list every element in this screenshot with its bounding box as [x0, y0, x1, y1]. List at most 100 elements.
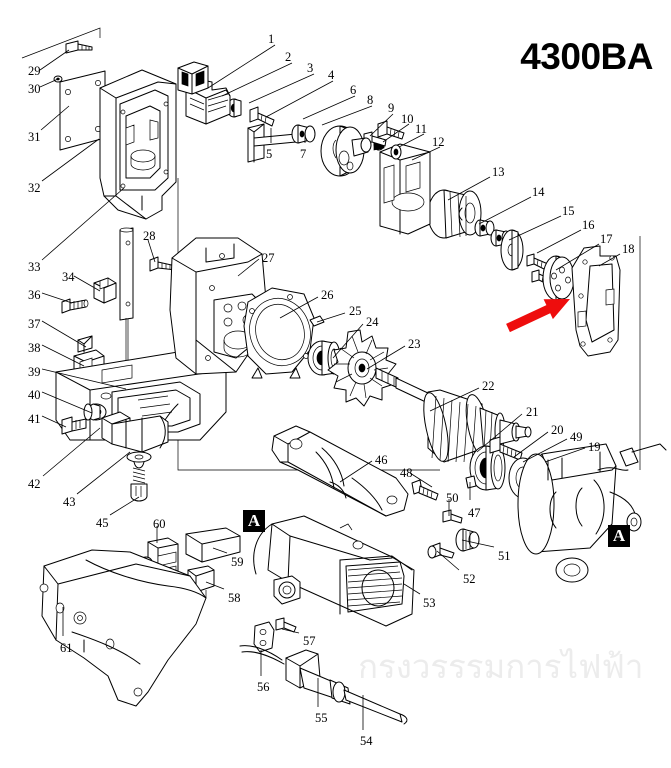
part-number-42: 42 [28, 477, 41, 491]
part-number-36: 36 [28, 288, 41, 302]
leader-line-58 [205, 581, 225, 590]
leader-line-46 [339, 460, 373, 483]
leader-line-37 [41, 320, 87, 348]
leader-line-48 [409, 472, 433, 488]
leader-line-2 [221, 62, 293, 97]
part-number-41: 41 [28, 412, 41, 426]
part-number-20: 20 [551, 423, 564, 437]
leader-line-19 [544, 447, 586, 463]
part-number-26: 26 [321, 288, 334, 302]
part-number-30: 30 [28, 82, 41, 96]
part-number-47: 47 [468, 506, 481, 520]
part-number-9: 9 [388, 101, 395, 115]
part-number-48: 48 [400, 466, 413, 480]
part-number-28: 28 [143, 229, 156, 243]
part-number-22: 22 [482, 379, 495, 393]
part-number-5: 5 [266, 147, 273, 161]
part-number-19: 19 [588, 440, 601, 454]
leader-line-59 [212, 547, 228, 554]
part-number-1: 1 [268, 32, 275, 46]
part-number-50: 50 [446, 491, 459, 505]
part-number-49: 49 [570, 430, 583, 444]
part-number-17: 17 [600, 232, 613, 246]
leader-line-20 [513, 431, 549, 458]
part-number-45: 45 [96, 516, 109, 530]
leader-line-40 [41, 391, 93, 414]
leader-line-45 [109, 496, 140, 516]
part-number-12: 12 [432, 135, 445, 149]
part-number-40: 40 [28, 388, 41, 402]
part-number-37: 37 [28, 317, 41, 331]
section-marker-a-1: A [608, 525, 630, 547]
leader-line-24 [332, 323, 364, 359]
leader-line-33 [41, 187, 125, 261]
part-number-27: 27 [262, 251, 275, 265]
part-number-60: 60 [153, 517, 166, 531]
leader-line-42 [42, 427, 101, 477]
leader-line-28 [147, 239, 156, 263]
part-number-25: 25 [349, 304, 362, 318]
leader-line-21 [476, 413, 523, 453]
leader-line-12 [411, 146, 441, 161]
leader-line-4 [265, 80, 334, 118]
leader-line-17 [555, 243, 600, 271]
leader-line-32 [41, 138, 100, 182]
part-number-43: 43 [63, 495, 76, 509]
part-number-3: 3 [307, 61, 314, 75]
arrow-shape [506, 299, 570, 333]
part-number-13: 13 [492, 165, 505, 179]
page-title: 4300BA [520, 36, 653, 77]
part-number-32: 32 [28, 181, 41, 195]
leader-line-51 [461, 539, 495, 548]
leader-line-13 [447, 176, 491, 201]
leader-line-6 [302, 95, 356, 120]
part-number-15: 15 [562, 204, 575, 218]
leader-line-15 [508, 215, 562, 241]
section-marker-a-0: A [243, 510, 265, 532]
part-number-56: 56 [257, 680, 270, 694]
part-number-52: 52 [463, 572, 476, 586]
leader-line-9 [369, 113, 394, 137]
part-number-39: 39 [28, 365, 41, 379]
leader-line-39 [41, 368, 127, 390]
leader-line-11 [398, 133, 425, 148]
part-number-46: 46 [375, 453, 388, 467]
leader-line-41 [41, 415, 67, 428]
leader-line-52 [436, 550, 460, 571]
part-number-59: 59 [231, 555, 244, 569]
leader-line-16 [536, 229, 582, 254]
leader-line-10 [382, 123, 410, 143]
part-number-58: 58 [228, 591, 241, 605]
leader-line-29 [39, 49, 70, 71]
part-number-14: 14 [532, 185, 545, 199]
part-number-21: 21 [526, 405, 539, 419]
part-number-4: 4 [328, 68, 335, 82]
leader-line-34 [73, 275, 101, 292]
leader-line-31 [40, 105, 70, 131]
part-number-11: 11 [415, 122, 428, 136]
leader-line-49 [522, 438, 568, 463]
part-number-29: 29 [28, 64, 41, 78]
leader-line-18 [598, 253, 621, 267]
part-number-33: 33 [28, 260, 41, 274]
leader-line-57 [281, 628, 300, 634]
part-number-51: 51 [498, 549, 511, 563]
part-number-2: 2 [285, 50, 292, 64]
leader-line-38 [41, 344, 85, 367]
part-number-8: 8 [367, 93, 374, 107]
leader-line-25 [316, 312, 346, 323]
part-number-61: 61 [60, 641, 73, 655]
part-number-7: 7 [300, 147, 307, 161]
part-number-6: 6 [350, 83, 357, 97]
part-number-57: 57 [303, 634, 316, 648]
part-number-34: 34 [62, 270, 75, 284]
part-number-31: 31 [28, 130, 41, 144]
leader-line-27 [237, 258, 260, 277]
part-number-18: 18 [622, 242, 635, 256]
leader-line-30 [39, 78, 59, 88]
part-number-38: 38 [28, 341, 41, 355]
leader-line-53 [403, 583, 421, 595]
